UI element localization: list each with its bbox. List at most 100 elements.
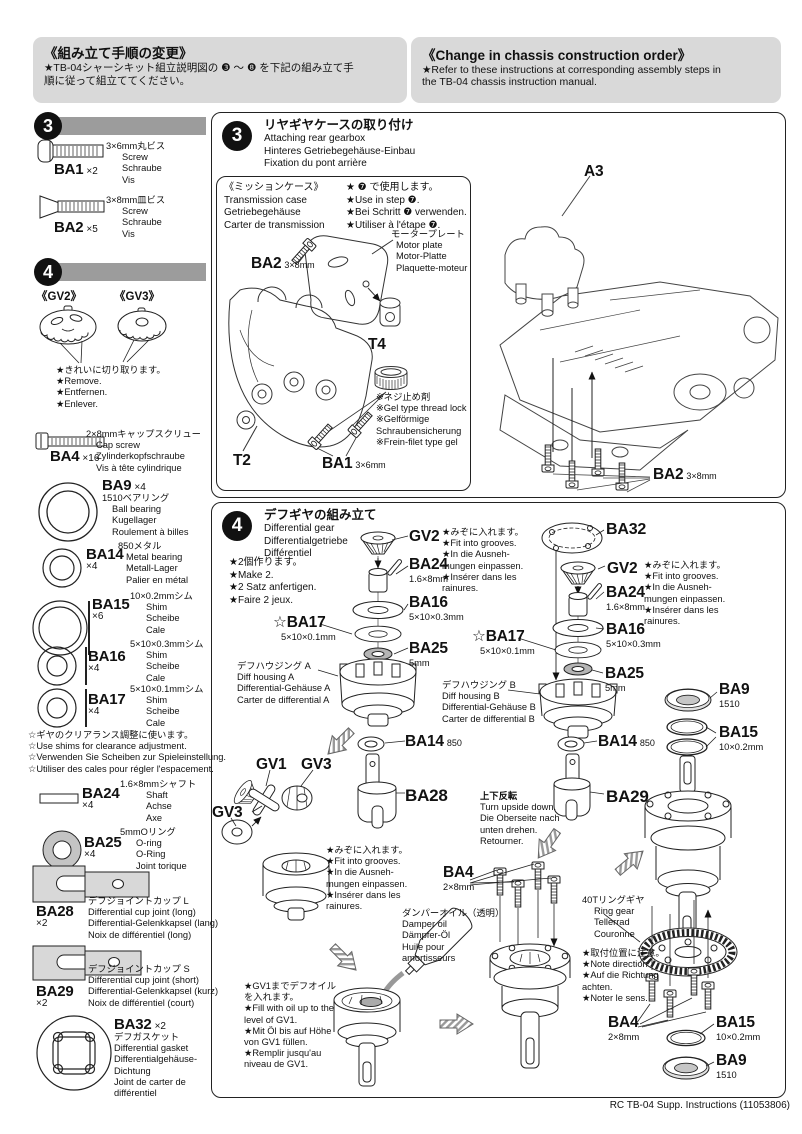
ba15-part-desc: 10×0.2mmシム Shim Scheibe Cale [130, 591, 193, 635]
ba24-diagram-label-right: BA24 1.6×8mm [606, 584, 646, 612]
oil-cup-drawing [333, 987, 401, 1087]
header-left-title: 《組み立て手順の変更》 [44, 46, 193, 61]
grooves-note-3: ★みぞに入れます。 ★Fit into grooves. ★In die Aus… [326, 845, 408, 912]
diff-housing-a-drawing [339, 658, 417, 727]
ba17-part-desc: 5×10×0.1mmシム Shim Scheibe Cale [130, 684, 204, 728]
sidebar-section4-number: 4 [34, 258, 62, 286]
header-right-title: 《Change in chassis construction order》 [422, 48, 692, 63]
ba28-diagram-label: BA28 [405, 786, 448, 805]
step3-number: 3 [222, 121, 252, 151]
ring-gear-label: 40Tリングギヤ Ring gear Tellerrad Couronne [582, 895, 645, 939]
ba15-shim-icon [32, 600, 90, 656]
ba28-part-id: BA28 [36, 903, 74, 920]
gv2-gear-icon [39, 305, 97, 345]
ba25-part-desc: 5mmOリング O-ring O-Ring Joint torique [120, 827, 187, 871]
gv-gear-leader-lines [59, 339, 150, 364]
chassis-drawing [499, 175, 779, 493]
ba14-bearing-icon [42, 548, 82, 588]
sidebar-section4-bar [47, 263, 206, 281]
step3-panel [211, 112, 786, 498]
ba28-joint-icon [32, 865, 150, 903]
ba25-part-id: BA25 [84, 834, 122, 851]
ba29-part-desc: デフジョイントカップ S Differential cup joint (sho… [88, 964, 219, 1008]
ba9-diagram-label-top: BA9 1510 [719, 681, 750, 709]
ba32-diagram-label: BA32 [606, 521, 647, 538]
ba29-diagram-label: BA29 [606, 787, 649, 806]
ba24-part-qty: ×4 [82, 800, 94, 811]
header-right-line2: the TB-04 chassis instruction manual. [422, 76, 597, 88]
ba15-diagram-label-bottom: BA15 10×0.2mm [716, 1014, 761, 1042]
ba24-shaft-icon [39, 793, 79, 804]
ba32-part-desc: デフガスケット Differential gasket Differential… [114, 1032, 198, 1099]
gearbox-drawing [228, 235, 408, 457]
ba17-diagram-label-left: ☆BA17 5×10×0.1mm [273, 614, 336, 642]
header-left-box: 《組み立て手順の変更》 ★TB-04シャーシキット組立説明図の ❸ ～ ❽ を下… [33, 37, 407, 103]
ba14-part-qty: ×4 [86, 561, 98, 572]
threadlock-bottle-icon [374, 366, 408, 390]
ba1-part-desc: 3×6mm丸ビス Screw Schraube Vis [106, 141, 166, 185]
ba25-diagram-label-left: BA25 5mm [409, 640, 448, 668]
ba32-gasket-drawing [541, 522, 603, 554]
oil-fill-drawing [325, 907, 474, 1087]
gv2-diagram-label-right: GV2 [607, 560, 638, 577]
a3-gearbox-drawing [504, 175, 591, 317]
ba25-diagram-label-right: BA25 5mm [605, 665, 644, 693]
ba9-bearing-icon [38, 482, 98, 542]
diff-middle-assembly-drawing [469, 861, 571, 1069]
ba16-shim-icon [37, 646, 87, 686]
grooves-note-1: ★みぞに入れます。 ★Fit into grooves. ★In die Aus… [442, 527, 524, 594]
oil-bottle-icon [404, 907, 473, 976]
step4-number: 4 [222, 511, 252, 541]
ba17-shim-icon [37, 688, 87, 728]
ba29-part-drawing [553, 753, 591, 821]
ba28-part-drawing [357, 753, 397, 829]
a3-label: A3 [584, 163, 604, 180]
ba4-diagram-label-mid: BA4 2×8mm [443, 864, 475, 892]
ba16-part-id: BA16 [88, 648, 126, 665]
ba24-diagram-label-left: BA24 1.6×8mm [409, 556, 449, 584]
threadlock-note: ※ネジ止め剤 ※Gel type thread lock ※Gelförmige… [376, 392, 467, 447]
header-right-box: 《Change in chassis construction order》 ★… [411, 37, 781, 103]
ba29-part-id: BA29 [36, 983, 74, 1000]
gv-remove-note: ★きれいに切り取ります。 ★Remove. ★Entfernen. ★Enlev… [56, 365, 166, 409]
gv2-label: 《GV2》 [36, 291, 83, 303]
step4-title: デフギヤの組み立て Differential gear Differential… [264, 508, 377, 559]
ba32-part-label: BA32×2 [114, 1016, 166, 1033]
footer-text: RC TB-04 Supp. Instructions (11053806) [609, 1100, 790, 1111]
gv1-diagram-label: GV1 [256, 756, 287, 773]
ba2-part-label: BA2×5 [54, 219, 98, 236]
ba32-gasket-icon [36, 1015, 112, 1091]
note-direction-note: ★取付位置に注意。 ★Note direction. ★Auf die Rich… [582, 948, 665, 1003]
ba14-part-desc: 850メタル Metal bearing Metall-Lager Palier… [118, 541, 189, 585]
diff-housing-b-drawing [538, 678, 618, 739]
diff-housing-a-label: デフハウジング A Diff housing A Differential-Ge… [237, 661, 331, 705]
ba29-part-qty: ×2 [36, 998, 48, 1009]
ba4-part-label: BA4×16 [50, 448, 100, 465]
upside-down-note: 上下反転 Turn upside down. Die Oberseite nac… [480, 791, 560, 846]
t2-label: T2 [233, 452, 251, 469]
diff-housing-a2-drawing [262, 852, 330, 921]
diff-left-column-drawing [221, 531, 417, 921]
ba4-part-desc: 2×8mmキャップスクリュー Cap screw Zylinderkopfsch… [86, 429, 201, 473]
use-in-step7-note: ★ ❼ で使用します。 ★Use in step ❼. ★Bei Schritt… [346, 182, 467, 231]
ba28-part-desc: デフジョイントカップ L Differential cup joint (lon… [88, 896, 219, 940]
diff-housing-b-label: デフハウジング B Diff housing B Differential-Ge… [442, 680, 536, 724]
ba1-part-label: BA1×2 [54, 161, 98, 178]
ba25-oring-icon [42, 830, 82, 870]
sidebar-section3-number: 3 [34, 112, 62, 140]
header-right-line1: ★Refer to these instructions at correspo… [422, 64, 721, 76]
ba16-part-desc: 5×10×0.3mmシム Shim Scheibe Cale [130, 639, 204, 683]
ring-gear-drawing [638, 927, 738, 977]
shim-clearance-note: ☆ギヤのクリアランス調整に使います。 ☆Use shims for cleara… [28, 730, 227, 774]
ba1-screw-icon [37, 139, 104, 163]
ba17-part-qty: ×4 [88, 706, 100, 717]
sidebar-section3-bar [47, 117, 206, 135]
ba9-diagram-label-bottom: BA9 1510 [716, 1052, 747, 1080]
header-left-line1: ★TB-04シャーシキット組立説明図の ❸ ～ ❽ を下記の組み立て手 [44, 62, 354, 74]
ba16-part-qty: ×4 [88, 663, 100, 674]
